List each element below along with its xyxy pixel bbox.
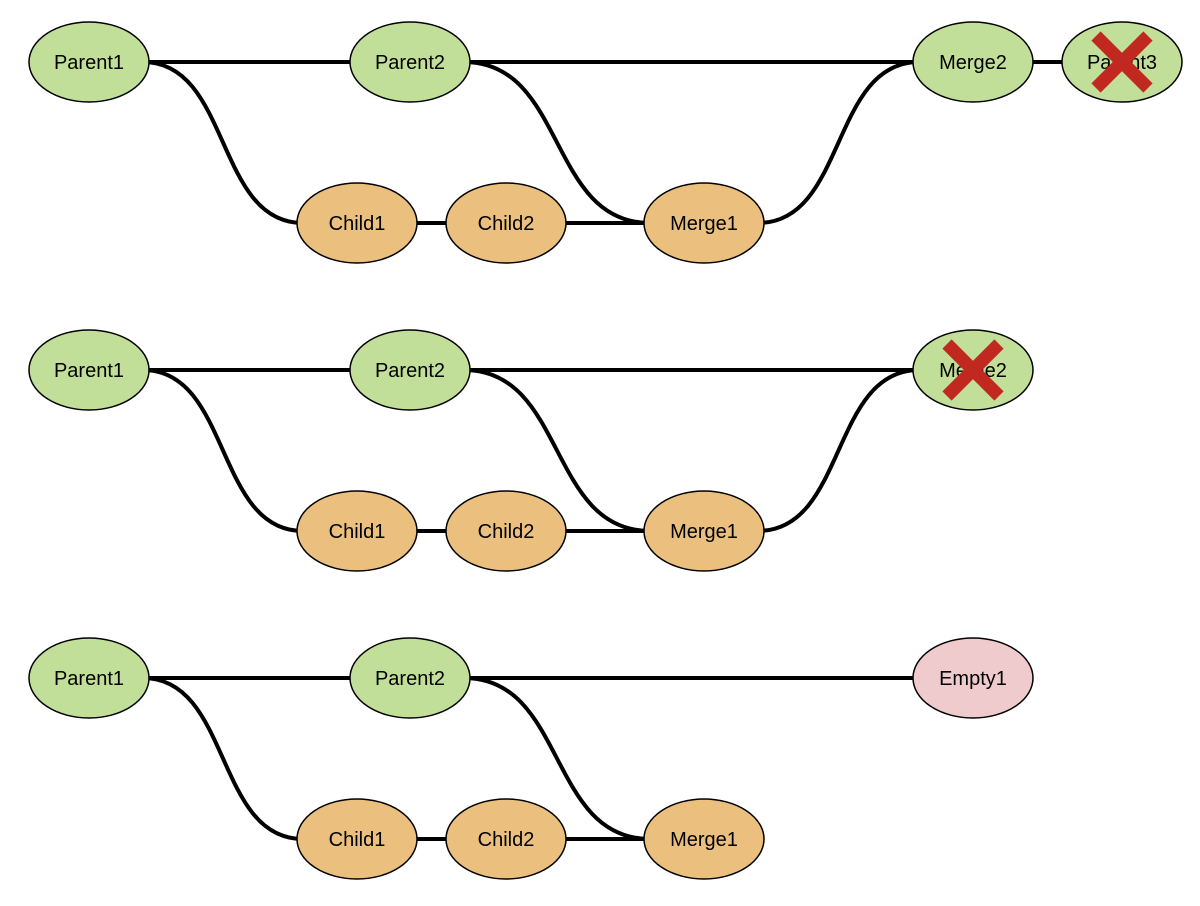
node-label: Merge1 — [670, 829, 738, 851]
edges — [142, 60, 1066, 225]
node-parent3: Parent3 — [1061, 21, 1183, 103]
node-ellipse — [349, 329, 471, 411]
node-label: Empty1 — [939, 668, 1007, 690]
node-label: Child2 — [478, 521, 535, 543]
node-ellipse — [296, 798, 418, 880]
node-label: Merge1 — [670, 213, 738, 235]
node-child1: Child1 — [296, 798, 418, 880]
node-label: Parent2 — [375, 668, 445, 690]
edge-parent2-to-merge1 — [463, 60, 651, 225]
node-ellipse — [643, 490, 765, 572]
node-ellipse — [28, 329, 150, 411]
node-ellipse — [643, 182, 765, 264]
node-parent1: Parent1 — [28, 21, 150, 103]
edge-merge1-to-merge2 — [757, 60, 920, 225]
node-merge1: Merge1 — [643, 182, 765, 264]
nodes: Parent1 Parent2 Merge2 Parent3Child1 Child2 M… — [28, 21, 1183, 264]
node-parent2: Parent2 — [349, 329, 471, 411]
node-label: Parent1 — [54, 360, 124, 382]
node-ellipse — [349, 21, 471, 103]
node-ellipse — [296, 490, 418, 572]
node-child1: Child1 — [296, 490, 418, 572]
node-child2: Child2 — [445, 490, 567, 572]
edge-parent1-to-child1 — [142, 676, 304, 841]
graph-1: Parent1 Parent2 Merge2 Parent3Child1 Child2 M… — [28, 21, 1183, 264]
edge-parent1-to-child1 — [142, 368, 304, 533]
node-merge2: Merge2 — [912, 21, 1034, 103]
node-label: Child1 — [329, 521, 386, 543]
node-child2: Child2 — [445, 798, 567, 880]
cross-icon — [1091, 31, 1153, 93]
node-merge2: Merge2 — [912, 329, 1034, 411]
node-parent1: Parent1 — [28, 637, 150, 719]
node-label: Merge2 — [939, 52, 1007, 74]
node-label: Child2 — [478, 829, 535, 851]
node-child2: Child2 — [445, 182, 567, 264]
node-ellipse — [445, 490, 567, 572]
edge-merge1-to-merge2 — [757, 368, 920, 533]
edges — [142, 368, 920, 533]
node-merge1: Merge1 — [643, 798, 765, 880]
node-label: Child1 — [329, 213, 386, 235]
node-parent2: Parent2 — [349, 21, 471, 103]
node-ellipse — [28, 21, 150, 103]
node-ellipse — [296, 182, 418, 264]
edges — [142, 676, 917, 841]
node-label: Parent2 — [375, 52, 445, 74]
node-child1: Child1 — [296, 182, 418, 264]
node-ellipse — [349, 637, 471, 719]
node-label: Parent1 — [54, 668, 124, 690]
node-empty1: Empty1 — [912, 637, 1034, 719]
node-merge1: Merge1 — [643, 490, 765, 572]
node-label: Parent1 — [54, 52, 124, 74]
node-label: Merge1 — [670, 521, 738, 543]
node-label: Child2 — [478, 213, 535, 235]
edge-parent2-to-merge1 — [463, 368, 651, 533]
edge-parent1-to-child1 — [142, 60, 304, 225]
node-parent1: Parent1 — [28, 329, 150, 411]
node-ellipse — [643, 798, 765, 880]
edge-parent2-to-merge1 — [463, 676, 651, 841]
node-parent2: Parent2 — [349, 637, 471, 719]
cross-icon — [942, 339, 1004, 401]
cross-stroke — [1091, 31, 1153, 93]
node-ellipse — [445, 182, 567, 264]
node-label: Parent2 — [375, 360, 445, 382]
cross-stroke — [942, 339, 1004, 401]
node-ellipse — [445, 798, 567, 880]
node-ellipse — [912, 21, 1034, 103]
node-ellipse — [912, 637, 1034, 719]
node-ellipse — [28, 637, 150, 719]
node-label: Child1 — [329, 829, 386, 851]
